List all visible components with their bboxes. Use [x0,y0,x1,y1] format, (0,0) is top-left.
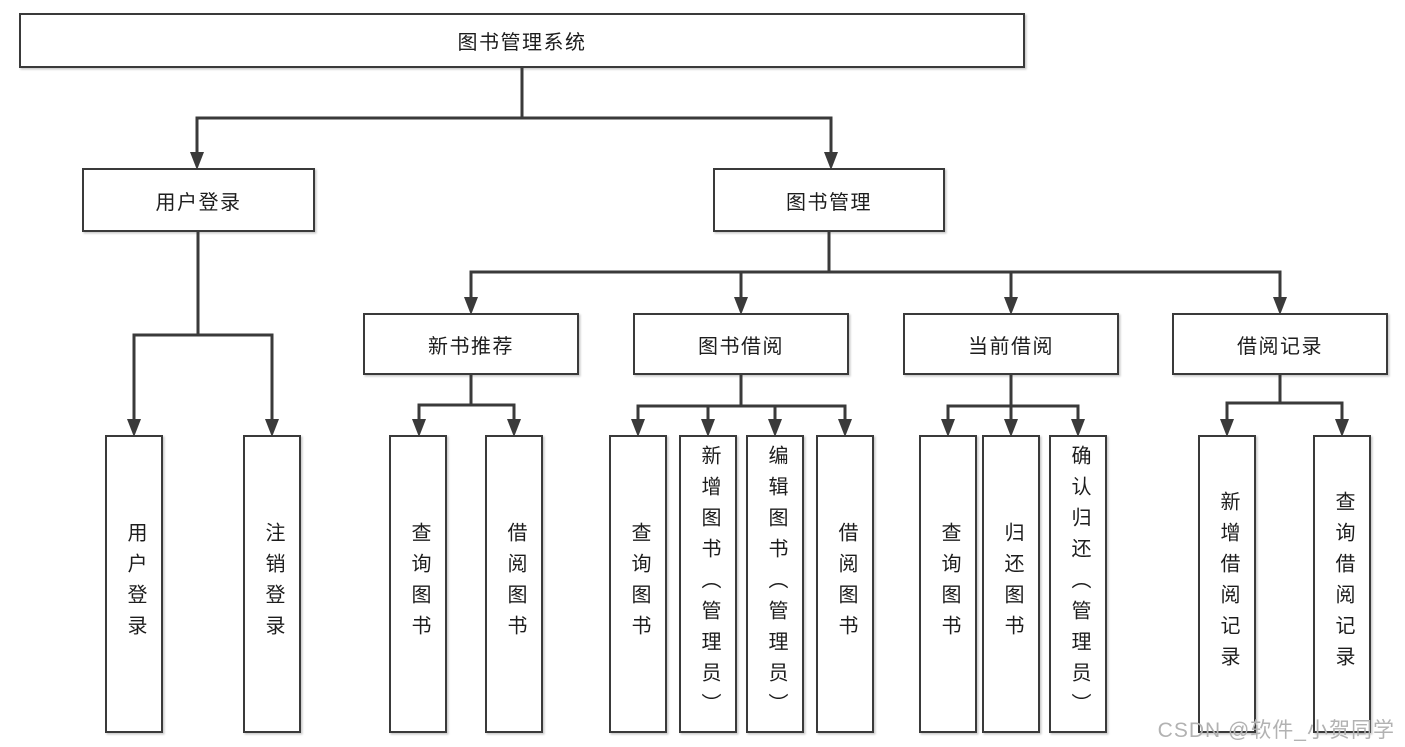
node-root: 图书管理系统 [19,13,1025,68]
leaf-confirm-return-admin: 确认归还（管理员） [1049,435,1107,733]
node-current-borrowing: 当前借阅 [903,313,1119,375]
leaf-return-books: 归还图书 [982,435,1040,733]
connector-current-borrowing-to-leaves [941,373,1085,437]
node-user-login: 用户登录 [82,168,315,232]
leaf-query-books-current: 查询图书 [919,435,977,733]
node-book-management: 图书管理 [713,168,945,232]
leaf-user-login: 用户登录 [105,435,163,733]
connector-new-book-recommendation-to-leaves [412,373,521,437]
connector-book-management-to-level2 [464,230,1287,315]
leaf-query-books-borrowing: 查询图书 [609,435,667,733]
leaf-add-books-admin: 新增图书（管理员） [679,435,737,733]
leaf-borrow-books: 借阅图书 [816,435,874,733]
leaf-logout: 注销登录 [243,435,301,733]
node-book-borrowing: 图书借阅 [633,313,849,375]
leaf-query-borrow-record: 查询借阅记录 [1313,435,1371,733]
node-new-book-recommendation: 新书推荐 [363,313,579,375]
connector-root-to-level1 [190,66,838,170]
connector-user-login-to-leaves [127,230,279,437]
connector-book-borrowing-to-leaves [631,373,852,437]
leaf-edit-books-admin: 编辑图书（管理员） [746,435,804,733]
leaf-query-books-recommend: 查询图书 [389,435,447,733]
leaf-borrow-books-recommend: 借阅图书 [485,435,543,733]
node-borrowing-records: 借阅记录 [1172,313,1388,375]
csdn-watermark: CSDN @软件_小贺同学 [1157,719,1395,742]
leaf-add-borrow-record: 新增借阅记录 [1198,435,1256,733]
connector-borrowing-records-to-leaves [1220,373,1349,437]
